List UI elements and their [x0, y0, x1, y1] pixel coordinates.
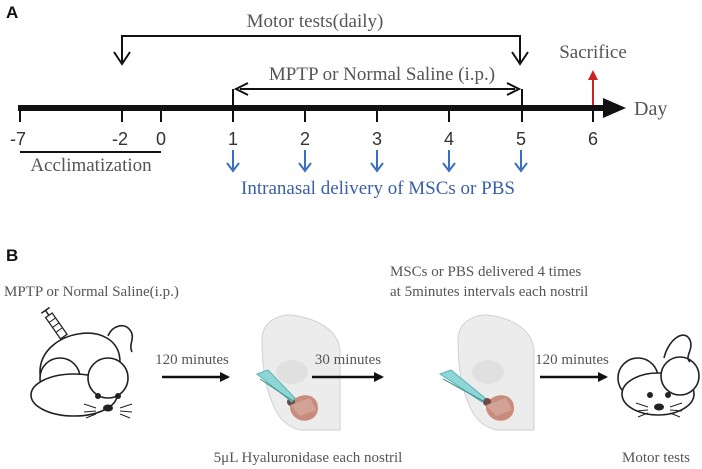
tick-label: 0	[156, 129, 166, 149]
time-label-30-minutes: 30 minutes	[315, 352, 381, 368]
tick-label: 1	[228, 129, 238, 149]
delivery-arrow-icon	[442, 150, 456, 173]
delivery-arrow-icon	[298, 150, 312, 173]
timeline-tick-labels: -7 -2 0 1 2 3 4 5 6	[10, 129, 598, 149]
acclimatization-label: Acclimatization	[30, 155, 152, 176]
mptp-bracket	[232, 82, 523, 108]
time-label-120-minutes: 120 minutes	[155, 352, 229, 368]
timeline-arrowhead	[603, 98, 626, 118]
tick-label: 6	[588, 129, 598, 149]
mouse-icon	[30, 324, 134, 419]
intranasal-delivery-label: Intranasal delivery of MSCs or PBS	[241, 178, 515, 199]
day-label: Day	[634, 98, 667, 120]
tick-label: -2	[112, 129, 128, 149]
msc-delivery-line1: MSCs or PBS delivered 4 times	[390, 264, 581, 280]
delivery-arrow-icon	[226, 150, 240, 173]
delivery-arrow-icon	[514, 150, 528, 173]
pipette-icon	[438, 369, 486, 403]
tick-label: 3	[372, 129, 382, 149]
msc-delivery-line2: at 5minutes intervals each nostril	[390, 284, 588, 300]
motor-tests-label: Motor tests	[622, 450, 690, 466]
mouse-icon	[617, 334, 700, 418]
hyaluronidase-label: 5μL Hyaluronidase each nostril	[214, 450, 403, 466]
pipette-icon	[255, 369, 296, 403]
panel-b-letter: B	[6, 246, 18, 265]
motor-tests-bracket	[113, 35, 529, 66]
timeline-ticks	[19, 108, 594, 122]
mptp-saline-ip-label: MPTP or Normal Saline(i.p.)	[4, 284, 179, 300]
tick-label: -7	[10, 129, 26, 149]
tick-label: 2	[300, 129, 310, 149]
tick-label: 4	[444, 129, 454, 149]
time-label-120-minutes: 120 minutes	[535, 352, 609, 368]
mptp-saline-label: MPTP or Normal Saline (i.p.)	[269, 64, 495, 85]
syringe-icon	[40, 306, 73, 349]
mouse-head-illustration	[261, 314, 341, 431]
tick-label: 5	[516, 129, 526, 149]
panel-a-letter: A	[6, 3, 18, 22]
delivery-arrows	[226, 150, 528, 173]
sacrifice-label: Sacrifice	[559, 42, 627, 63]
delivery-arrow-icon	[370, 150, 384, 173]
motor-tests-daily-label: Motor tests(daily)	[247, 11, 384, 32]
mouse-head-illustration	[457, 314, 535, 431]
